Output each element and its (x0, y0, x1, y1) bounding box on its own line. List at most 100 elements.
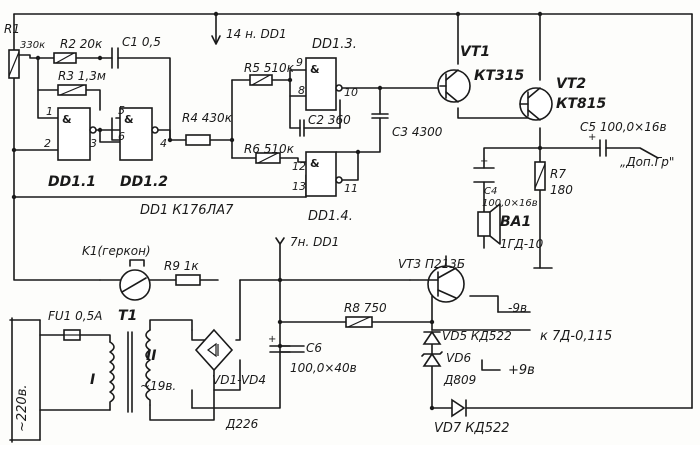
label-r7: R7 (550, 167, 566, 181)
speaker-ba1 (477, 203, 501, 245)
label-r4: R4 430к (182, 111, 233, 125)
reed-switch-k1 (119, 259, 151, 301)
label-dd1-4: DD1.4. (308, 209, 353, 224)
label-c3: C3 4300 (392, 125, 443, 139)
label-gnd-dd1: 7н. DD1 (290, 235, 339, 249)
label-ba1-type: 1ГД-10 (500, 237, 544, 251)
label-dd1-1: DD1.1 (48, 174, 96, 190)
junction-dots (11, 11, 543, 411)
pin-10: 10 (344, 86, 358, 99)
resistor-r1 (8, 49, 20, 79)
label-r5: R5 510к (244, 61, 295, 75)
resistor-r3 (57, 84, 87, 96)
label-vd5: VD5 КД522 (442, 329, 512, 343)
gate-dd1-1 (57, 107, 97, 161)
label-vt2-type: КТ815 (556, 96, 606, 112)
label-r7-value: 180 (550, 183, 573, 197)
capacitor-c5 (599, 139, 607, 157)
label-c6-value: 100,0×40в (290, 361, 357, 375)
pin-2: 2 (44, 137, 51, 150)
label-k1: K1(геркон) (82, 244, 151, 258)
label-c4-value: 100,0×16в (482, 198, 538, 209)
resistor-r2 (53, 52, 77, 64)
pin-13: 13 (292, 180, 306, 193)
label-ba1: BA1 (500, 214, 531, 230)
pin-11: 11 (344, 182, 358, 195)
label-dd1-2: DD1.2 (120, 174, 168, 190)
resistor-r6 (255, 152, 281, 164)
transformer-t1 (109, 329, 151, 413)
label-vd6-type: Д809 (443, 373, 476, 387)
mains-input (9, 317, 41, 443)
diode-vd5 (422, 330, 442, 345)
label-k7d: к 7Д-0,115 (540, 329, 612, 344)
svg-text:+: + (480, 156, 488, 167)
gate-dd1-4 (305, 151, 343, 197)
capacitor-c4 (473, 167, 495, 183)
gate-dd1-2-symbol: & (124, 113, 134, 126)
label-c4: C4 (484, 186, 497, 197)
label-vt1: VT1 (460, 44, 490, 60)
label-d226: Д226 (225, 417, 259, 431)
label-dd1-3: DD1.3. (312, 37, 357, 52)
label-mains: ~220в. (15, 385, 30, 433)
label-c5: C5 100,0×16в (580, 120, 667, 134)
label-r1-value: 330к (20, 40, 45, 51)
label-c6: C6 (306, 341, 322, 355)
label-winding-2: II (146, 348, 156, 364)
gate-dd1-4-symbol: & (310, 157, 320, 170)
pin-5: 5 (118, 104, 125, 117)
label-r2: R2 20к (60, 37, 103, 51)
capacitor-c2 (299, 119, 305, 137)
zener-vd6 (421, 351, 443, 367)
transistor-vt3 (409, 265, 465, 303)
pin-3: 3 (90, 137, 97, 150)
label-plus9: +9в (508, 363, 535, 378)
gate-dd1-3-symbol: & (310, 63, 320, 76)
resistor-r8 (345, 316, 373, 328)
component-labels: R1 330к R2 20к C1 0,5 R3 1,3м 14 н. DD1 … (4, 22, 674, 436)
label-vd-bridge: VD1-VD4 (212, 373, 266, 387)
pin-12: 12 (292, 160, 306, 173)
transistor-vt1 (437, 69, 471, 103)
label-vd6: VD6 (446, 351, 471, 365)
label-dop-gr: „Доп.Гр" (620, 155, 674, 169)
gate-dd1-1-symbol: & (62, 113, 72, 126)
svg-text:+: + (268, 334, 276, 345)
svg-text:+: + (588, 132, 596, 143)
resistor-r5 (249, 74, 273, 86)
label-power-top: 14 н. DD1 (226, 27, 287, 41)
label-r6: R6 510к (244, 142, 295, 156)
label-r9: R9 1к (164, 259, 199, 273)
pin-1: 1 (46, 105, 53, 118)
gate-dd1-3 (305, 57, 343, 111)
resistor-r9 (175, 274, 201, 286)
polarity-marks: + + + (268, 132, 596, 345)
capacitor-c1 (111, 47, 119, 69)
label-t1: T1 (118, 308, 137, 324)
fuse-fu1 (63, 329, 81, 341)
pin-9: 9 (296, 56, 303, 69)
label-r3: R3 1,3м (58, 69, 106, 83)
pin-8: 8 (298, 84, 305, 97)
label-vd7: VD7 КД522 (434, 421, 510, 436)
resistor-r4 (185, 134, 211, 146)
label-vt1-type: КТ315 (474, 68, 524, 84)
transistor-vt2 (519, 87, 553, 121)
label-vt2: VT2 (556, 76, 586, 92)
pin-6: 6 (118, 130, 125, 143)
diode-bridge (194, 328, 234, 372)
label-winding-2-voltage: ~19в. (140, 379, 176, 393)
label-r8: R8 750 (344, 301, 387, 315)
label-winding-1: I (90, 372, 95, 388)
label-dd1-type: DD1 К176ЛА7 (140, 203, 234, 218)
capacitor-c3 (371, 113, 389, 119)
capacitor-c6 (269, 345, 291, 353)
pin-4: 4 (160, 137, 167, 150)
label-fu1: FU1 0,5А (48, 309, 102, 323)
resistor-r7 (534, 161, 546, 191)
label-c1: C1 0,5 (122, 35, 161, 49)
wires (13, 13, 693, 441)
